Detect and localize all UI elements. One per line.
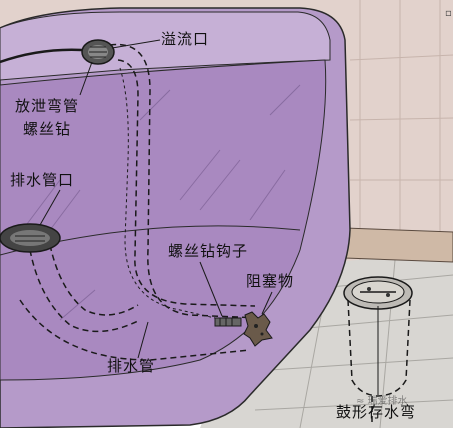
overflow-port-label: 溢流口 bbox=[161, 30, 210, 48]
auger-inside-pipe bbox=[119, 67, 216, 319]
drain-outlet-label: 排水管口 bbox=[10, 171, 75, 189]
overflow-port bbox=[81, 39, 115, 65]
drain-outlet bbox=[0, 223, 61, 253]
drum-trap bbox=[343, 276, 413, 425]
auger-cable bbox=[0, 48, 83, 64]
drain-pipe-hidden bbox=[19, 43, 261, 361]
auger-hook-label: 螺丝钻钩子 bbox=[168, 242, 249, 260]
drain-elbow-label: 放泄弯管 bbox=[15, 97, 80, 115]
bathtub-rim bbox=[0, 11, 331, 81]
corner-mark-icon: ▫ bbox=[445, 8, 452, 19]
blockage bbox=[243, 311, 273, 347]
watermark: ≈ 瑞爱排水 bbox=[356, 396, 408, 407]
leader-lines bbox=[39, 39, 379, 395]
drum-trap-label: 鼓形存水弯 bbox=[336, 403, 417, 421]
blockage-label: 阻塞物 bbox=[246, 272, 295, 290]
auger-label: 螺丝钻 bbox=[23, 120, 72, 138]
bathtub-basin bbox=[0, 59, 327, 381]
auger-hook bbox=[214, 317, 242, 327]
floor-tiles bbox=[254, 259, 453, 428]
baseboard bbox=[344, 227, 453, 263]
drain-pipe-label: 排水管 bbox=[107, 357, 156, 375]
